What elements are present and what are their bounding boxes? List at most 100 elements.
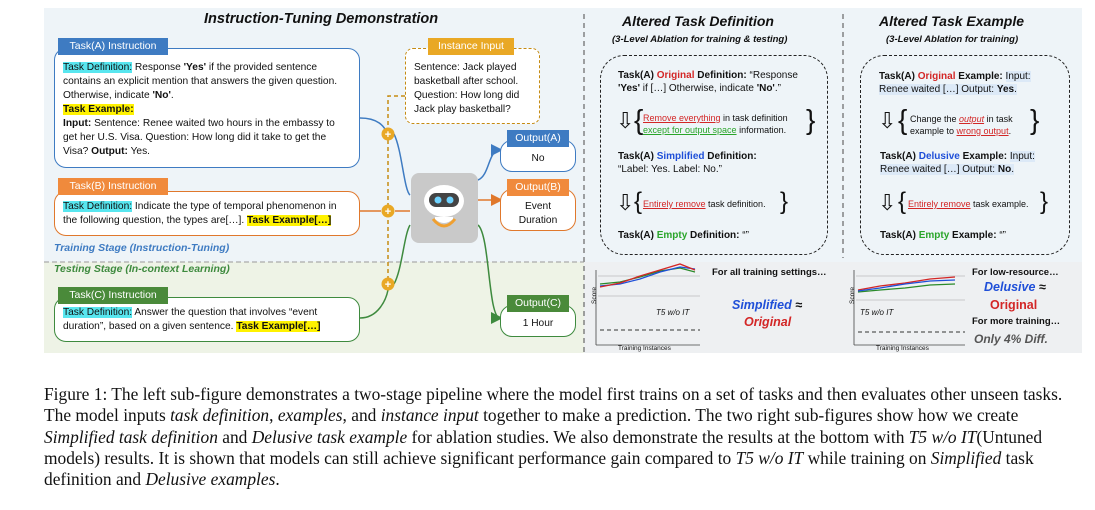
svg-text:+: +	[385, 129, 391, 141]
mid-orig-end: .”	[774, 83, 781, 94]
output-a-value: No	[531, 153, 545, 164]
right-orig-word: Original	[917, 71, 956, 82]
down-arrow-icon: ⇩	[616, 190, 635, 215]
figure-caption: Figure 1: The left sub-figure demonstrat…	[44, 384, 1084, 490]
output-b-box: Event Duration	[500, 189, 576, 231]
model-robot-icon	[411, 173, 478, 243]
right-brace2-end: task example.	[970, 199, 1029, 209]
mid-simp-word: Simplified	[656, 151, 705, 162]
down-arrow-icon: ⇩	[878, 108, 897, 133]
right-chart-ylabel: Score	[848, 287, 856, 304]
right-brace1-b: output	[959, 114, 985, 124]
task-b-box: Task Definition: Indicate the type of te…	[54, 191, 360, 236]
output-b-value: Event Duration	[518, 201, 558, 226]
task-a-input-label: Input:	[63, 118, 92, 129]
caption-italic: Delusive examples	[145, 469, 276, 490]
right-delusive-example: Task(A) Delusive Example: Input: Renee wa…	[880, 150, 1065, 176]
instance-input-text: Sentence: Jack played basketball after s…	[414, 62, 520, 115]
task-b-def-text: Indicate the type of temporal phenomenon…	[63, 201, 337, 226]
caption-text: .	[275, 469, 280, 490]
output-c-header: Output(C)	[507, 295, 569, 312]
task-a-box: Task Definition: Response 'Yes' if the p…	[54, 48, 360, 168]
right-subtitle: (3-Level Ablation for training)	[886, 34, 1019, 45]
right-empty-example: Task(A) Empty Example: “”	[880, 229, 1006, 242]
mid-simp-quote: “Label: Yes. Label: No.”	[618, 164, 722, 175]
caption-text: and	[217, 426, 252, 447]
task-c-def-text: Answer the question that involves “event…	[63, 307, 318, 332]
mid-brace1-text: Remove everything in task definition exc…	[643, 112, 803, 136]
mid-subtitle: (3-Level Ablation for training & testing…	[612, 34, 788, 45]
caption-text: together to make a prediction. The two r…	[478, 405, 1019, 426]
mid-simp-prefix: Task(A)	[618, 151, 657, 162]
caption-text: Figure 1: The left sub-figure demonstrat…	[44, 384, 1063, 426]
left-brace-icon: {	[898, 104, 908, 135]
right-chart-baseline-label: T5 w/o IT	[860, 308, 894, 317]
caption-text: ,	[269, 405, 278, 426]
mid-orig-mid: if […] Otherwise, indicate	[640, 83, 757, 94]
instance-input-box: Sentence: Jack played basketball after s…	[405, 48, 540, 124]
right-brace1-e: .	[1008, 126, 1012, 136]
right-del-suffix: Example:	[959, 151, 1010, 162]
right-orig-input: Input:	[1005, 71, 1031, 82]
right-del-end: .	[1011, 164, 1014, 175]
mid-orig-suffix: Definition:	[694, 70, 750, 81]
right-brace-icon: }	[806, 104, 816, 135]
task-c-example: Task Example[…]	[236, 321, 321, 332]
training-stage-label: Training Stage (Instruction-Tuning)	[54, 242, 230, 254]
svg-text:+: +	[385, 279, 391, 291]
right-empty-quote: “”	[999, 230, 1006, 241]
mid-simp-suffix: Definition:	[704, 151, 757, 162]
mid-result-note: For all training settings…	[712, 267, 827, 278]
caption-italic: instance input	[380, 405, 479, 426]
right-diff: Only 4% Diff.	[974, 332, 1048, 346]
right-del-line2: Renee waited […] Output:	[880, 164, 998, 175]
task-b-example: Task Example[…]	[247, 215, 332, 226]
right-brace-icon: }	[780, 188, 789, 215]
output-a-header: Output(A)	[507, 130, 569, 147]
right-empty-word: Empty	[918, 230, 950, 241]
task-a-yes: 'Yes'	[183, 62, 207, 73]
task-a-def-text: Response	[132, 62, 184, 73]
caption-italic: task definition	[170, 405, 270, 426]
right-brace2-text: Entirely remove task example.	[908, 199, 1029, 209]
mid-simplified-def: Task(A) Simplified Definition: “Label: Ye…	[618, 150, 818, 176]
caption-text: (Untuned models) results. It is shown th…	[44, 426, 1043, 468]
right-note2: For more training…	[972, 316, 1061, 327]
caption-text: task definition and	[44, 447, 1034, 490]
mid-result-line1: Simplified ≈	[732, 298, 802, 312]
right-del-input: Input:	[1009, 151, 1035, 162]
mid-empty-prefix: Task(A)	[618, 230, 657, 241]
caption-italic: Simplified	[930, 447, 1002, 468]
right-del-word: Delusive	[918, 151, 960, 162]
mid-chart-ylabel: Score	[590, 287, 598, 304]
mid-brace2-end: task definition.	[705, 199, 766, 209]
right-empty-prefix: Task(A)	[880, 230, 919, 241]
left-title: Instruction-Tuning Demonstration	[204, 11, 439, 27]
mid-empty-quote: “”	[742, 230, 749, 241]
right-brace1-text: Change the output in task example to wro…	[910, 113, 1028, 137]
caption-italic: Simplified task definition	[44, 426, 218, 447]
right-result-delusive: Delusive	[984, 280, 1036, 294]
mid-brace1-green: except for output space	[643, 125, 737, 135]
mid-original-def: Task(A) Original Definition: “Response '…	[618, 69, 818, 95]
right-del-prefix: Task(A)	[880, 151, 919, 162]
right-brace1-c: in task example to	[910, 114, 1013, 136]
mid-empty-word: Empty	[656, 230, 688, 241]
mid-result-simp: Simplified	[732, 298, 792, 312]
mid-brace1-end: information.	[736, 125, 787, 135]
caption-italic: T5 w/o IT	[735, 447, 804, 468]
task-a-output-text: Yes.	[127, 146, 151, 157]
task-c-box: Task Definition: Answer the question tha…	[54, 297, 360, 342]
left-brace-icon: {	[634, 104, 644, 135]
right-original-example: Task(A) Original Example: Input:Renee wa…	[879, 70, 1064, 96]
testing-stage-label: Testing Stage (In-context Learning)	[54, 263, 230, 275]
down-arrow-icon: ⇩	[616, 108, 635, 133]
mid-brace2-red: Entirely remove	[643, 199, 706, 209]
task-a-output-label: Output:	[91, 146, 128, 157]
output-b-header: Output(B)	[507, 179, 569, 196]
mid-dashed-frame	[600, 55, 828, 255]
caption-italic: Delusive task example	[251, 426, 408, 447]
right-dashed-frame	[860, 55, 1070, 255]
right-empty-suffix: Example:	[949, 230, 1000, 241]
